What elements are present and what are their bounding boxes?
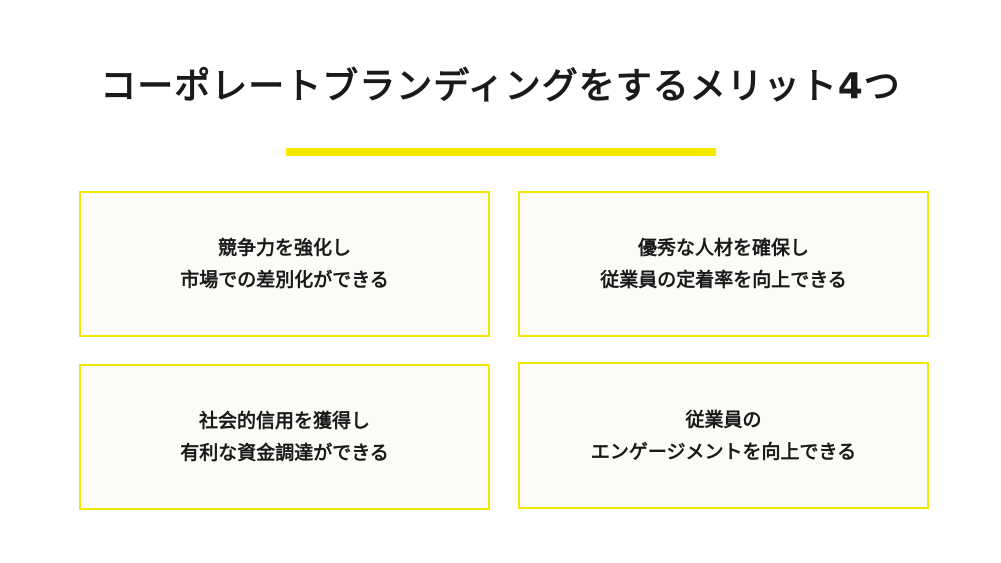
merit-card-2: 優秀な人材を確保し従業員の定着率を向上できる: [518, 191, 929, 337]
merit-card-3: 社会的信用を獲得し有利な資金調達ができる: [79, 364, 490, 510]
merit-card-line: 市場での差別化ができる: [180, 269, 389, 291]
merit-card-line: 従業員の: [685, 408, 762, 431]
merit-card-line: 競争力を強化し: [217, 237, 351, 259]
merit-card-line: 有利な資金調達ができる: [180, 442, 389, 464]
merit-card-4: 従業員のエンゲージメントを向上できる: [518, 362, 929, 509]
merit-card-line: 従業員の定着率を向上できる: [600, 269, 847, 291]
accent-divider: [286, 148, 716, 156]
merit-card-line: 優秀な人材を確保し: [637, 237, 809, 259]
merit-card-line: 社会的信用を獲得し: [198, 410, 370, 432]
page-title: コーポレートブランディングをするメリット4つ: [100, 66, 901, 107]
merit-card-1: 競争力を強化し市場での差別化ができる: [79, 191, 490, 337]
merit-card-line: エンゲージメントを向上できる: [590, 440, 857, 463]
